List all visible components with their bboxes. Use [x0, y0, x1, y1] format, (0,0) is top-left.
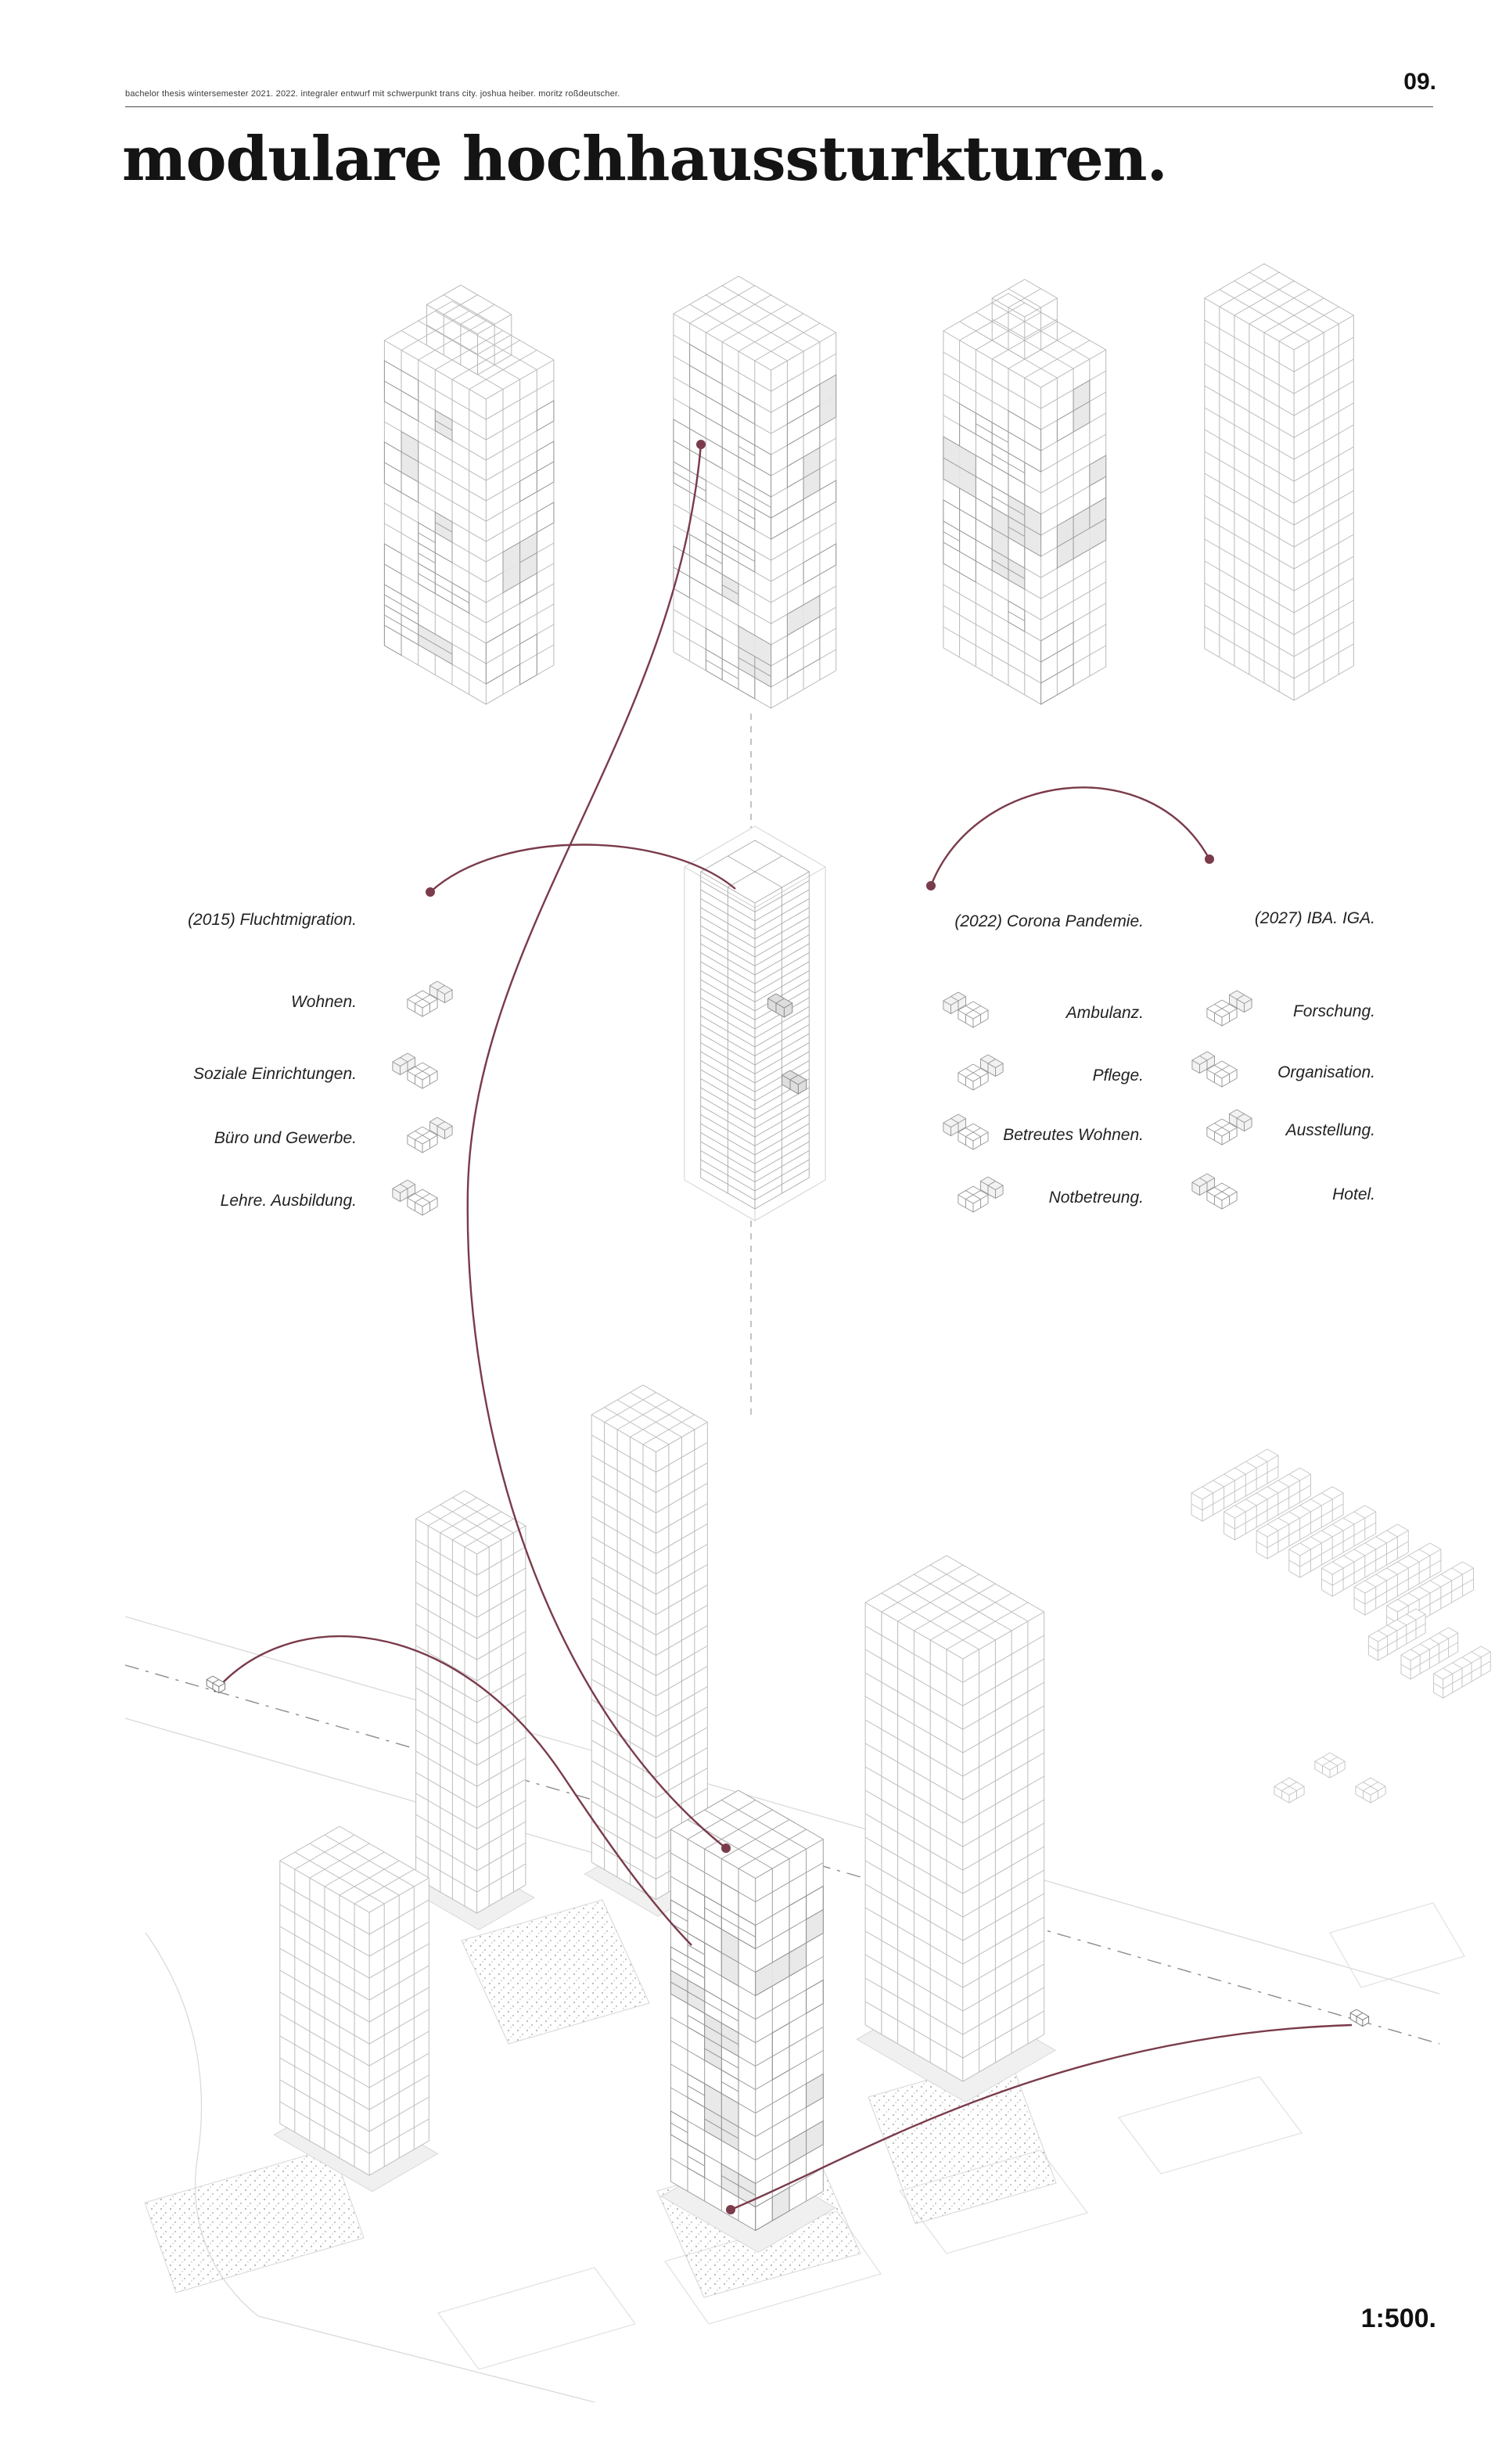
legend-group-heading-2015: (2015) Fluchtmigration. [188, 911, 357, 929]
legend-item-label: Ausstellung. [1285, 1121, 1375, 1139]
connector-curves [206, 440, 1370, 2214]
legend-item-label: Soziale Einrichtungen. [193, 1065, 357, 1083]
legend-item-label: Forschung. [1292, 1002, 1375, 1020]
section-tower [684, 714, 826, 1418]
legend-item-label: Betreutes Wohnen. [1003, 1126, 1144, 1144]
legend-cubes [392, 980, 1252, 1216]
legend-group-heading-2022: (2022) Corona Pandemie. [954, 912, 1144, 930]
scale-label: 1:500. [1360, 2304, 1436, 2333]
page-number: 09. [1403, 69, 1436, 95]
site-towers [273, 1384, 1057, 2254]
legend-group-heading-2027: (2027) IBA. IGA. [1254, 909, 1375, 927]
legend-item-label: Wohnen. [290, 993, 357, 1011]
header-rule [125, 106, 1433, 107]
legend-item-label: Pflege. [1092, 1067, 1144, 1085]
site-row-houses [1191, 1448, 1491, 1804]
legend-item-label: Lehre. Ausbildung. [220, 1192, 357, 1210]
page-title: modulare hochhaussturkturen. [122, 124, 1168, 195]
legend-item-label: Hotel. [1332, 1185, 1375, 1203]
legend-item-label: Notbetreung. [1048, 1189, 1144, 1207]
top-towers [383, 263, 1354, 709]
legend-item-label: Büro und Gewerbe. [214, 1129, 357, 1147]
legend-item-label: Organisation. [1277, 1063, 1375, 1081]
header-text: bachelor thesis wintersemester 2021. 202… [125, 89, 620, 99]
legend-item-label: Ambulanz. [1065, 1004, 1144, 1022]
